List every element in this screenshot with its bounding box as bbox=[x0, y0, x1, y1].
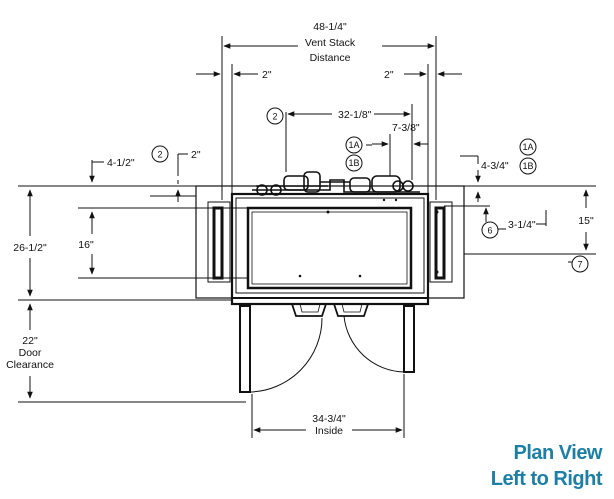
callout-1b-right: 1B bbox=[519, 157, 537, 175]
dim-right-depth: 15" bbox=[578, 215, 594, 227]
cabinet-outline bbox=[195, 185, 465, 306]
dim-inner-depth: 16" bbox=[78, 239, 94, 251]
dim-inside-label: Inside bbox=[315, 425, 343, 437]
svg-text:6: 6 bbox=[487, 226, 492, 236]
callout-1b-left: 1B bbox=[345, 154, 363, 172]
dim-right-offset: 2" bbox=[384, 69, 394, 81]
right-side-panel bbox=[429, 201, 453, 283]
dim-right-inner: 7-3/8" bbox=[392, 122, 420, 134]
callout-2-top: 2 bbox=[266, 107, 284, 125]
dimension-lines bbox=[18, 36, 596, 438]
bottom-rail bbox=[232, 297, 428, 317]
dim-right-mid: 3-1/4" bbox=[508, 219, 536, 231]
dim-door-label-2: Clearance bbox=[6, 359, 54, 371]
callout-2-left: 2 bbox=[151, 145, 169, 163]
callout-1a-right: 1A bbox=[519, 138, 537, 156]
dim-overall-depth: 26-1/2" bbox=[13, 242, 47, 254]
fastener-dots bbox=[220, 198, 439, 278]
plumbing-fittings bbox=[252, 171, 420, 196]
svg-text:1B: 1B bbox=[522, 161, 533, 171]
left-side-panel bbox=[207, 201, 231, 283]
svg-text:1B: 1B bbox=[348, 158, 359, 168]
caption-plan-view: Plan View Left to Right bbox=[490, 440, 603, 492]
dim-door-value: 22" bbox=[22, 335, 38, 347]
svg-text:1A: 1A bbox=[348, 140, 359, 150]
dim-left-small: 2" bbox=[191, 149, 201, 161]
callout-1a-left: 1A bbox=[345, 136, 363, 154]
dim-left-offset: 2" bbox=[262, 69, 272, 81]
dim-vent-stack-label-2: Distance bbox=[310, 52, 351, 64]
dim-inside-value: 34-3/4" bbox=[312, 413, 346, 425]
svg-text:1A: 1A bbox=[522, 142, 533, 152]
dim-left-top: 4-1/2" bbox=[107, 157, 135, 169]
caption-line-2: Left to Right bbox=[490, 468, 603, 490]
dim-vent-stack-value: 48-1/4" bbox=[313, 21, 347, 33]
callout-7: 7 bbox=[571, 255, 589, 273]
callout-6: 6 bbox=[481, 221, 499, 239]
svg-text:2: 2 bbox=[157, 150, 162, 160]
dim-vent-stack-label-1: Vent Stack bbox=[305, 37, 356, 49]
door-assembly bbox=[239, 304, 415, 393]
dim-door-label-1: Door bbox=[19, 347, 42, 359]
svg-text:2: 2 bbox=[272, 112, 277, 122]
dim-pipe-span: 32-1/8" bbox=[338, 109, 372, 121]
caption-line-1: Plan View bbox=[513, 442, 602, 464]
svg-text:7: 7 bbox=[577, 260, 582, 270]
dim-right-top: 4-3/4" bbox=[481, 160, 509, 172]
